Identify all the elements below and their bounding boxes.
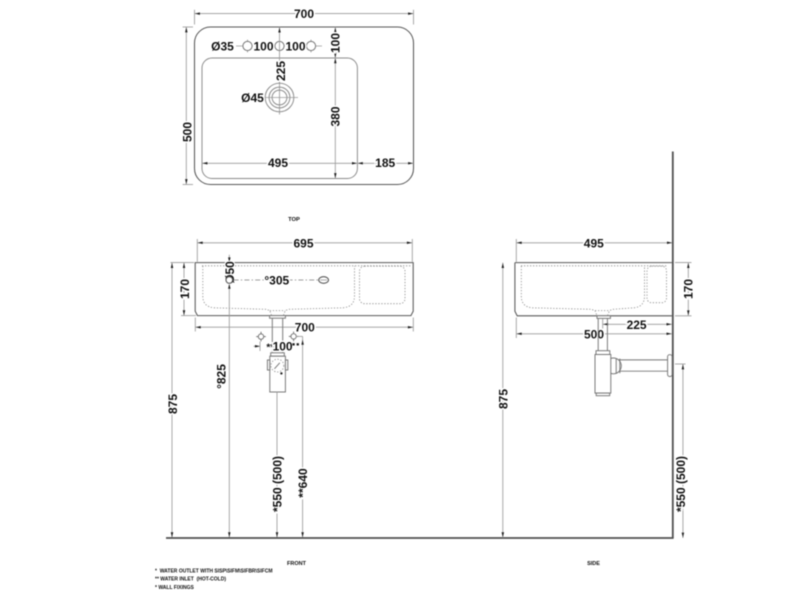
svg-text:875: 875 — [497, 389, 511, 409]
svg-text:495: 495 — [584, 236, 604, 250]
svg-text:100: 100 — [273, 340, 293, 354]
svg-text:100: 100 — [253, 40, 273, 54]
svg-text:875: 875 — [166, 394, 180, 414]
svg-text:*550 (500): *550 (500) — [270, 456, 284, 512]
svg-text:170: 170 — [178, 279, 192, 299]
svg-text:FRONT: FRONT — [287, 561, 307, 567]
svg-text:695: 695 — [293, 236, 313, 250]
svg-text:°825: °825 — [215, 364, 229, 389]
svg-text:* WALL FIXINGS: * WALL FIXINGS — [155, 585, 194, 591]
svg-text:700: 700 — [295, 321, 315, 335]
svg-text:100: 100 — [329, 33, 343, 53]
svg-text:495: 495 — [268, 156, 288, 170]
svg-text:**: ** — [266, 343, 274, 354]
svg-text:700: 700 — [294, 7, 314, 21]
svg-text:500: 500 — [180, 122, 194, 142]
svg-text:100: 100 — [285, 40, 305, 54]
svg-text:225: 225 — [627, 318, 647, 332]
svg-text:* WATER OUTLET WITH SISP\SIFM: * WATER OUTLET WITH SISP\SIFM\SIFBR\SIFC… — [155, 568, 273, 574]
svg-text:SIDE: SIDE — [587, 561, 600, 567]
svg-text:380: 380 — [328, 106, 342, 126]
svg-text:** WATER INLET (HOT-COLD): ** WATER INLET (HOT-COLD) — [155, 577, 226, 583]
svg-text:Ø35: Ø35 — [211, 40, 234, 54]
svg-text:TOP: TOP — [288, 217, 300, 223]
svg-text:**640: **640 — [296, 468, 310, 498]
svg-text:170: 170 — [681, 279, 695, 299]
svg-text:185: 185 — [375, 156, 395, 170]
svg-text:°305: °305 — [264, 274, 289, 288]
svg-text:500: 500 — [584, 327, 604, 341]
svg-text:*550 (500): *550 (500) — [674, 456, 688, 512]
svg-text:Ø45: Ø45 — [241, 91, 264, 105]
svg-text:225: 225 — [274, 61, 288, 81]
